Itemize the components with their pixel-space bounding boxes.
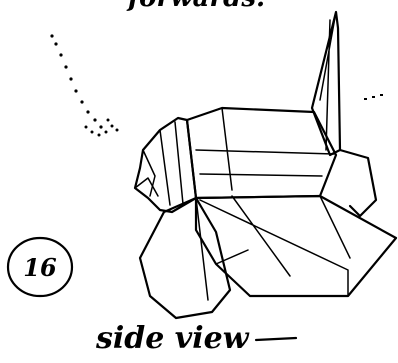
folded-model	[135, 12, 396, 318]
view-label-underline	[256, 338, 296, 340]
step-badge: 16	[8, 238, 72, 296]
head-flap	[135, 118, 196, 212]
body-top-crease	[196, 108, 334, 190]
top-caption: forwards.	[126, 0, 265, 13]
step-number: 16	[23, 253, 57, 282]
dotted-motion-arrow	[50, 34, 118, 136]
rear-flap	[340, 150, 376, 216]
hind-body-creases	[200, 196, 350, 296]
view-label: side view	[95, 321, 250, 356]
front-leg	[140, 198, 230, 318]
head-inner-fold	[143, 122, 183, 205]
dash-indicator	[364, 94, 383, 100]
